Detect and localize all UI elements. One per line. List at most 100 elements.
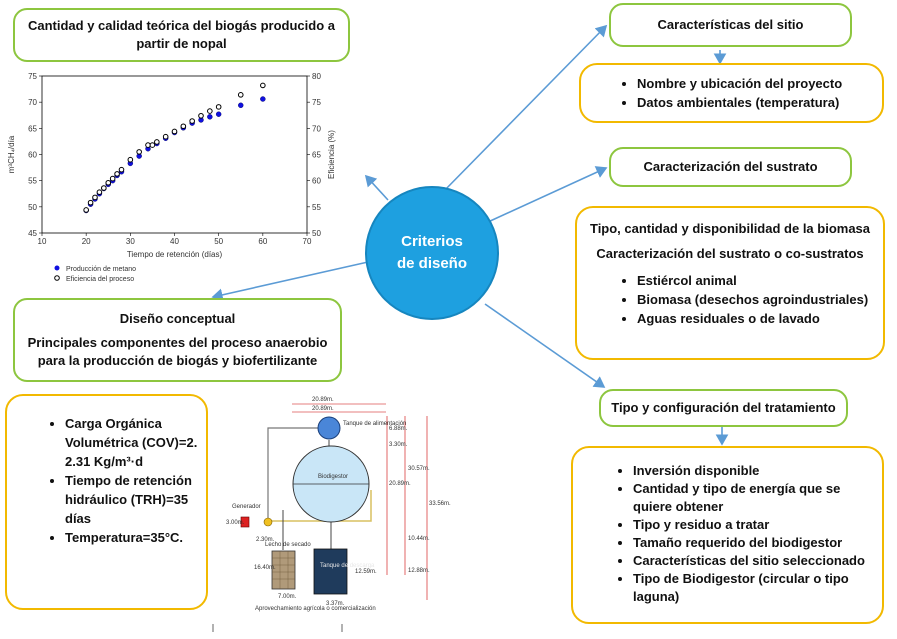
arrow-to-substrate (487, 166, 608, 223)
treatment-item: Cantidad y tipo de energía que se quiere… (633, 480, 874, 516)
efficiency-point (83, 207, 89, 213)
legend-marker (54, 275, 60, 281)
drying-bed-label: Lecho de secado (265, 542, 311, 548)
x-tick-label: 50 (214, 237, 223, 246)
substrate-heading-2: Caracterización del sustrato o co-sustra… (596, 246, 864, 261)
substrate-list: Estiércol animal Biomasa (desechos agroi… (581, 271, 879, 328)
efficiency-point (105, 179, 112, 186)
y-tick-label: 45 (28, 229, 37, 238)
efficiency-point (215, 104, 222, 110)
x-tick-label: 60 (258, 237, 267, 246)
concept-box: Diseño conceptual Principales componente… (13, 298, 342, 382)
efficiency-point (87, 199, 94, 206)
param-cov: Carga Orgánica Volumétrica (COV)=2. 2.31… (65, 414, 200, 471)
chart-title-box: Cantidad y calidad teórica del biogás pr… (13, 8, 350, 62)
concept-subtitle: Principales componentes del proceso anae… (27, 335, 328, 368)
dim-label: 3.30m. (389, 442, 408, 448)
efficiency-point (207, 108, 213, 114)
dim-label: 10.44m. (408, 536, 430, 542)
concept-title: Diseño conceptual (119, 311, 236, 326)
y2-axis-label: Eficiencia (%) (327, 130, 336, 179)
methane-point (215, 111, 222, 117)
y2-tick-label: 70 (312, 124, 321, 133)
site-details-box: Nombre y ubicación del proyecto Datos am… (579, 63, 884, 123)
feed-tank-label: Tanque de alimentación (343, 421, 406, 427)
substrate-item: Biomasa (desechos agroindustriales) (637, 290, 879, 309)
chart-title-text: Cantidad y calidad teórica del biogás pr… (27, 18, 335, 51)
y-tick-label: 70 (28, 98, 37, 107)
efficiency-point (171, 128, 178, 135)
dim-label: 6.88m. (389, 426, 408, 432)
treatment-item: Características del sitio seleccionado (633, 552, 874, 570)
y2-tick-label: 60 (312, 177, 321, 186)
methane-point (238, 102, 244, 109)
y-axis-label: m³CH₄/día (7, 135, 16, 173)
dim-label: 30.57m. (408, 466, 430, 472)
substrate-details-box: Tipo, cantidad y disponibilidad de la bi… (575, 206, 885, 360)
efficiency-point (180, 123, 187, 130)
y2-tick-label: 65 (312, 151, 321, 160)
efficiency-point (149, 142, 156, 148)
efficiency-point (237, 92, 244, 98)
arrow-to-chart (364, 174, 389, 201)
dim-label: 20.89m. (312, 397, 334, 403)
y-tick-label: 50 (28, 203, 37, 212)
arrow-to-treatment (484, 303, 606, 388)
dim-label: 12.88m. (408, 568, 430, 574)
discharge-tank-label: Tanque de descarga (320, 563, 375, 569)
substrate-title: Caracterización del sustrato (643, 159, 818, 174)
site-list: Nombre y ubicación del proyecto Datos am… (611, 74, 876, 112)
dim-label: 2.30m. (256, 537, 275, 543)
arrow-to-concept (211, 261, 369, 302)
substrate-title-box: Caracterización del sustrato (609, 147, 852, 187)
legend-marker (54, 265, 60, 271)
site-item: Datos ambientales (temperatura) (637, 93, 876, 112)
efficiency-point (162, 133, 169, 140)
x-tick-label: 40 (170, 237, 179, 246)
dim-label: 20.89m. (389, 481, 411, 487)
efficiency-point (96, 189, 103, 195)
efficiency-point (114, 171, 120, 177)
y-tick-label: 65 (28, 124, 37, 133)
treatment-title: Tipo y configuración del tratamiento (611, 400, 836, 415)
efficiency-point (101, 185, 107, 191)
efficiency-point (92, 194, 98, 201)
site-item: Nombre y ubicación del proyecto (637, 74, 876, 93)
efficiency-point (118, 166, 125, 173)
efficiency-point (154, 139, 160, 145)
substrate-item: Aguas residuales o de lavado (637, 309, 879, 328)
treatment-item: Inversión disponible (633, 462, 874, 480)
treatment-title-box: Tipo y configuración del tratamiento (599, 389, 848, 427)
substrate-heading-1: Tipo, cantidad y disponibilidad de la bi… (589, 221, 871, 236)
dim-label: 16.40m. (254, 565, 276, 571)
treatment-list: Inversión disponible Cantidad y tipo de … (607, 462, 874, 606)
site-title: Características del sitio (657, 17, 804, 32)
legend-label: Producción de metano (66, 266, 136, 273)
dim-label: 12.59m. (355, 569, 377, 575)
y-tick-label: 75 (28, 72, 37, 81)
dim-label: 7.00m. (278, 594, 297, 600)
dim-label: 33.56m. (429, 501, 451, 507)
y2-tick-label: 50 (312, 229, 321, 238)
x-tick-label: 70 (303, 237, 312, 246)
efficiency-point (136, 149, 142, 155)
x-tick-label: 10 (38, 237, 47, 246)
legend-label: Eficiencia del proceso (66, 276, 134, 283)
y-tick-label: 60 (28, 151, 37, 160)
treatment-item: Tamaño requerido del biodigestor (633, 534, 874, 552)
y2-tick-label: 75 (312, 98, 321, 107)
param-temp: Temperatura=35°C. (65, 528, 200, 547)
site-title-box: Características del sitio (609, 3, 852, 47)
params-box: Carga Orgánica Volumétrica (COV)=2. 2.31… (5, 394, 208, 610)
treatment-item: Tipo de Biodigestor (circular o tipo lag… (633, 570, 874, 606)
treatment-item: Tipo y residuo a tratar (633, 516, 874, 534)
dim-label: 3.00m. (226, 520, 245, 526)
digester-label: Biodigestor (318, 474, 348, 480)
center-line-1: Criterios (401, 233, 463, 250)
efficiency-point (189, 118, 195, 124)
methane-point (260, 96, 266, 102)
y2-tick-label: 80 (312, 72, 321, 81)
